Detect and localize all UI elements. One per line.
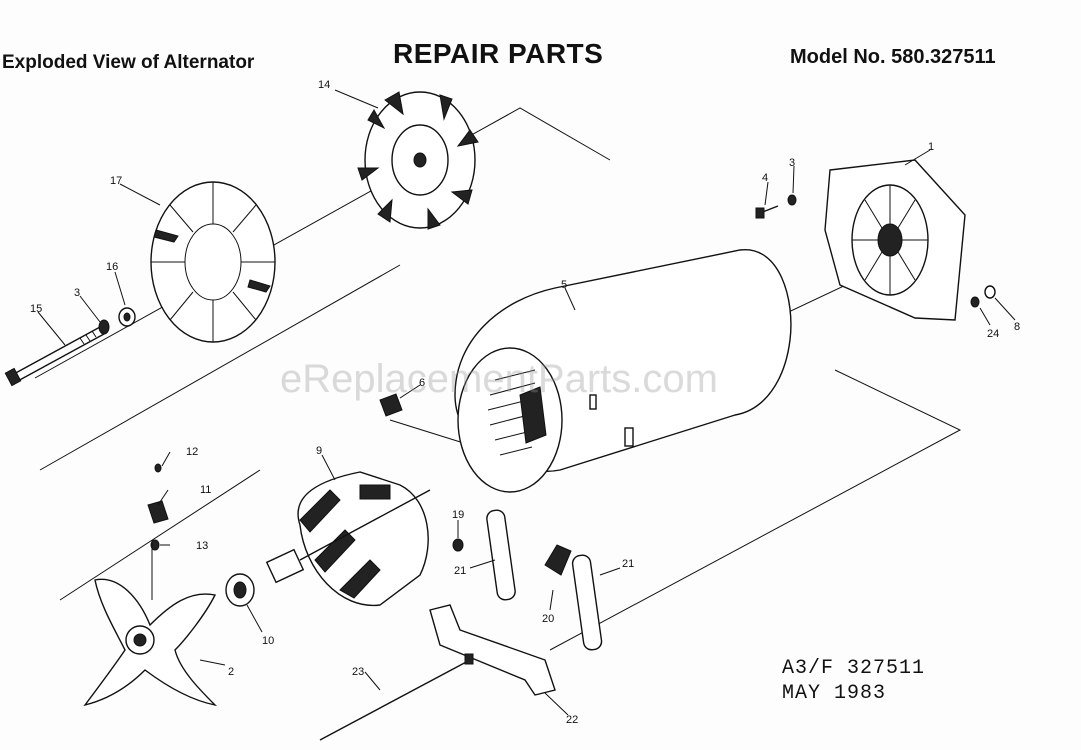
callout-10: 10 — [262, 635, 274, 647]
callout-6: 6 — [419, 377, 425, 389]
watermark: eReplacementParts.com — [280, 357, 718, 401]
base-bracket-part — [429, 604, 556, 696]
bracket-washer-part — [984, 285, 996, 299]
mounting-strap-right-part — [571, 554, 603, 651]
mounting-strap-left-part — [486, 509, 516, 601]
axis-line-lower — [59, 469, 261, 601]
callout-3-right: 3 — [789, 157, 795, 169]
cooling-fan-part — [357, 91, 479, 230]
callout-22: 22 — [566, 714, 578, 726]
axis-line-mid — [39, 264, 401, 471]
mount-nut-part — [452, 538, 464, 552]
lock-washer-part — [98, 319, 110, 335]
bracket-nut-part — [970, 296, 980, 308]
callout-3-left: 3 — [74, 287, 80, 299]
callout-19: 19 — [452, 509, 464, 521]
callout-16: 16 — [106, 261, 118, 273]
brush-assembly-part — [147, 463, 169, 600]
callout-21-right: 21 — [622, 558, 634, 570]
drawing-date-stamp: MAY 1983 — [782, 682, 887, 705]
page-title: REPAIR PARTS — [393, 38, 604, 69]
callout-17: 17 — [110, 175, 122, 187]
callout-4: 4 — [762, 172, 768, 184]
bearing-part — [225, 573, 255, 607]
axis-line-bracket — [389, 419, 471, 446]
callout-24: 24 — [987, 328, 999, 340]
callout-9: 9 — [316, 445, 322, 457]
axis-line-right — [549, 369, 962, 651]
fan-shroud-part — [150, 181, 276, 343]
callout-8: 8 — [1014, 321, 1020, 333]
callout-5: 5 — [561, 279, 567, 291]
callout-14: 14 — [318, 79, 330, 91]
callout-2: 2 — [228, 666, 234, 678]
model-number: Model No. 580.327511 — [790, 46, 996, 68]
rotor-part — [265, 471, 431, 607]
callout-20: 20 — [542, 613, 554, 625]
diagram-subtitle: Exploded View of Alternator — [2, 52, 255, 73]
callout-11: 11 — [200, 484, 211, 496]
callout-15: 15 — [30, 303, 42, 315]
callout-12: 12 — [186, 446, 198, 458]
callout-23: 23 — [352, 666, 364, 678]
bracket-screw-part — [755, 194, 797, 219]
stator-housing-part — [454, 249, 792, 493]
bushing-part — [379, 393, 403, 417]
drawing-number-stamp: A3/F 327511 — [782, 657, 926, 680]
callout-13: 13 — [196, 540, 208, 552]
long-bolt-part — [319, 653, 474, 741]
clip-part — [544, 544, 572, 576]
callout-1: 1 — [928, 141, 934, 153]
callout-21-left: 21 — [454, 565, 466, 577]
through-bolt-part — [4, 326, 105, 387]
spider-bracket-part — [83, 578, 218, 707]
end-bracket-part — [824, 159, 966, 321]
